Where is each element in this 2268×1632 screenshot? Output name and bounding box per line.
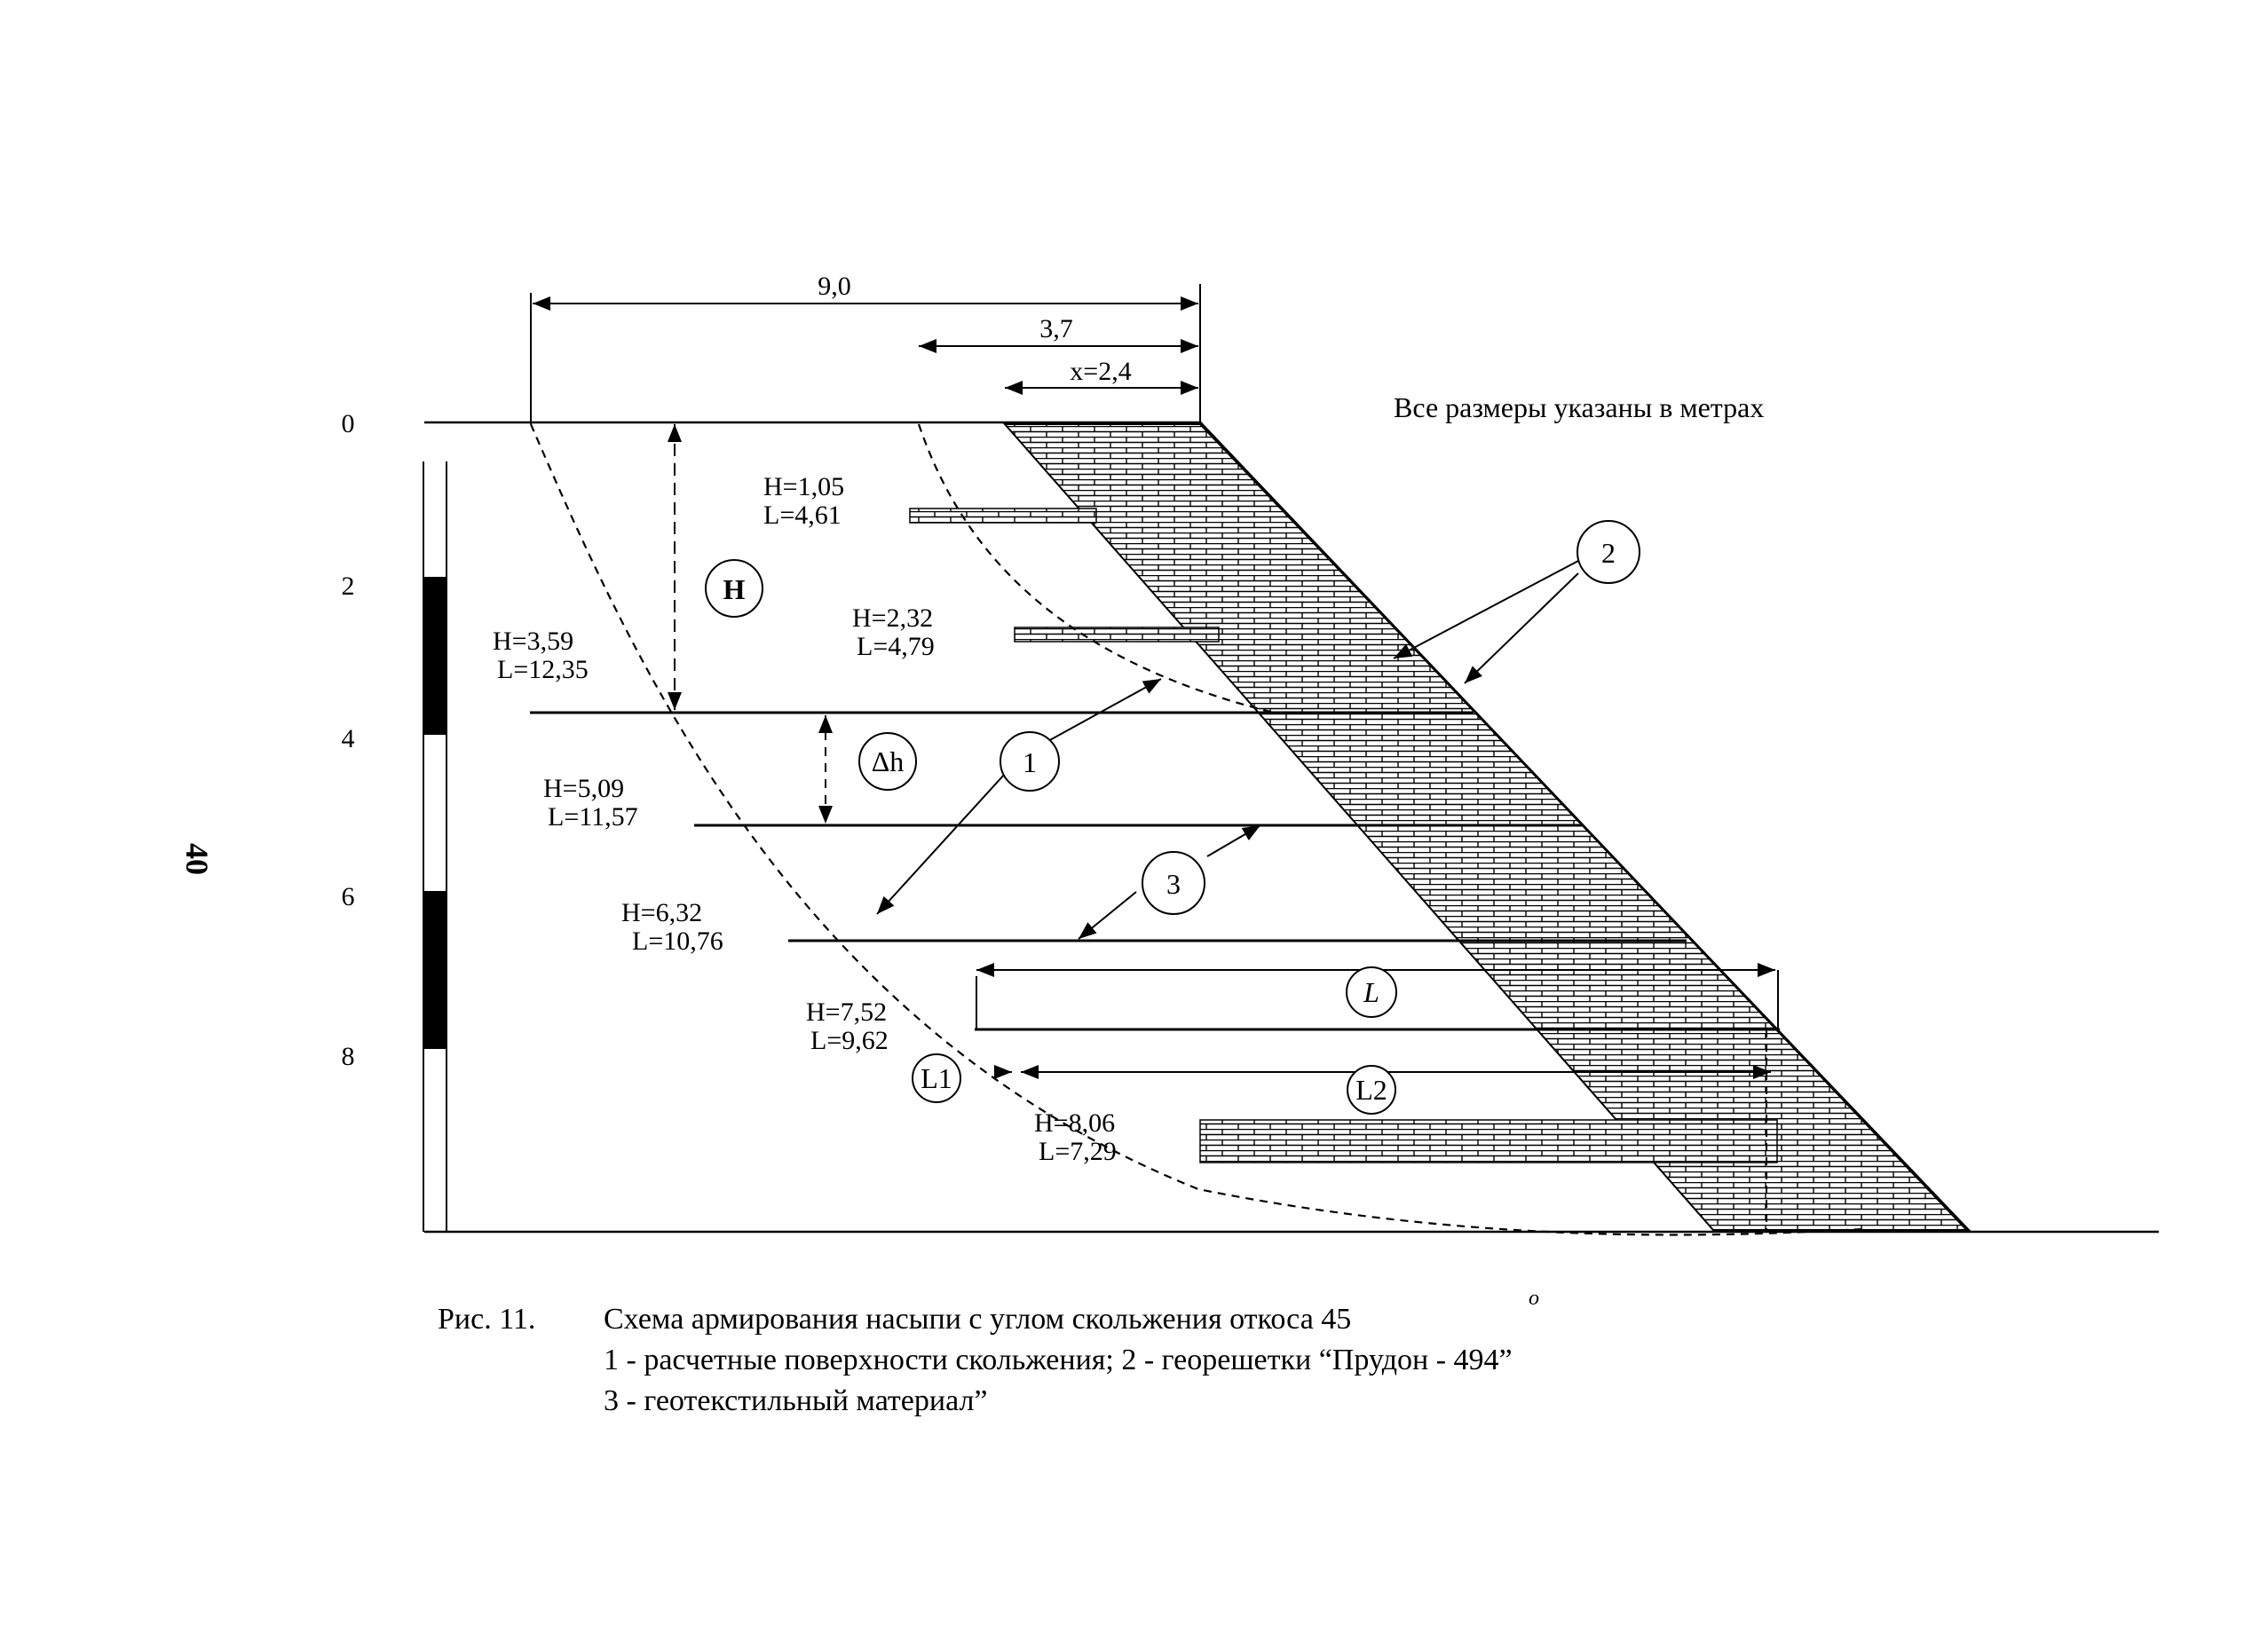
units-note: Все размеры указаны в метрах [1394, 391, 1764, 423]
geogrid-layer-7 [1199, 1119, 1778, 1163]
depth-tick-0: 0 [342, 409, 355, 438]
layer-3-l: L=12,35 [497, 655, 589, 684]
dimension-lines [530, 284, 1201, 424]
marker-H: H [705, 559, 763, 618]
depth-tick-8: 8 [342, 1042, 355, 1071]
figure-caption: Рис. 11. Схема армирования насыпи с угло… [438, 1287, 1539, 1417]
layer-7-h: H=8,06 [1034, 1108, 1115, 1138]
marker-1: 1 [1000, 731, 1060, 792]
svg-text:L: L [1363, 976, 1379, 1008]
depth-tick-2: 2 [342, 572, 355, 601]
svg-text:1: 1 [1023, 746, 1037, 778]
depth-tick-6: 6 [342, 882, 355, 911]
layer-5-l: L=10,76 [632, 926, 723, 956]
page-number: 40 [179, 843, 215, 875]
layer-2-h: H=2,32 [852, 603, 933, 633]
marker-2: 2 [1577, 520, 1640, 584]
layer-7-l: L=7,29 [1039, 1137, 1117, 1166]
caption-line-2: 3 - геотекстильный материал” [604, 1384, 988, 1417]
marker-L1: L1 [912, 1053, 961, 1103]
svg-text:L1: L1 [921, 1062, 952, 1094]
caption-fig: Рис. 11. [438, 1303, 535, 1336]
geogrid-zone [1002, 423, 1972, 1231]
marker-3: 3 [1142, 851, 1205, 915]
layer-5-h: H=6,32 [621, 898, 702, 927]
caption-degree: o [1529, 1287, 1539, 1310]
dim-total-width: 9,0 [818, 272, 851, 301]
slope-face [1198, 421, 1971, 1234]
svg-text:L2: L2 [1355, 1074, 1387, 1106]
slip-surface-outer [529, 423, 1865, 1236]
layer-4-h: H=5,09 [543, 774, 624, 803]
slip-surface-inner [917, 423, 1275, 714]
dim-x-width: x=2,4 [1070, 357, 1131, 386]
layer-3-h: H=3,59 [493, 627, 573, 656]
marker-dh: Δh [858, 732, 917, 791]
geogrid-layer-1 [909, 508, 1097, 524]
svg-text:Δh: Δh [872, 745, 905, 777]
geogrid-layer-2 [1014, 627, 1220, 643]
svg-text:3: 3 [1166, 868, 1181, 900]
dim-mid-width: 3,7 [1039, 314, 1073, 343]
layer-2-l: L=4,79 [857, 632, 935, 661]
scale-bar [423, 461, 447, 1232]
marker-L2: L2 [1347, 1065, 1396, 1115]
layer-6-h: H=7,52 [806, 997, 887, 1027]
layer-1-l: L=4,61 [763, 501, 842, 530]
marker-L: L [1346, 966, 1397, 1018]
depth-axis: 0 2 4 6 8 [342, 409, 355, 1071]
layer-4-l: L=11,57 [548, 802, 638, 832]
layer-1-h: H=1,05 [763, 472, 844, 501]
depth-tick-4: 4 [342, 724, 355, 753]
caption-line-1: 1 - расчетные поверхности скольжения; 2 … [604, 1344, 1513, 1376]
layer-6-l: L=9,62 [810, 1026, 889, 1055]
caption-title: Схема армирования насыпи с углом скольже… [604, 1303, 1351, 1336]
layer-labels: H=1,05 L=4,61 H=2,32 L=4,79 H=3,59 L=12,… [493, 472, 1117, 1166]
svg-text:H: H [723, 573, 746, 605]
svg-text:2: 2 [1601, 537, 1616, 569]
